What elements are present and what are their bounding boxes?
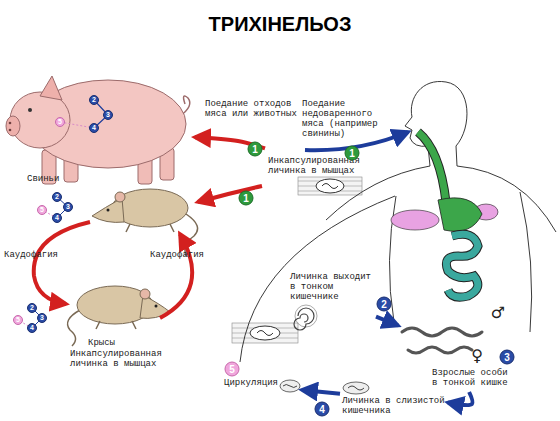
note-text: Поедание недоваренного мяса (например св…: [302, 99, 390, 139]
callout-number: 1: [248, 142, 263, 157]
stage-arrow: [448, 392, 472, 405]
callout-number: 4: [27, 323, 37, 333]
adult-worms: [408, 347, 472, 353]
digestive-tract: [446, 234, 478, 297]
pig-illustration: [9, 129, 12, 132]
callout-number: 4: [89, 123, 99, 133]
stage-caption: Взрослые особи в тонкой кишке: [432, 368, 518, 388]
muscle-cyst: [232, 323, 298, 343]
callout-number: 1: [345, 146, 360, 161]
rat-illustration: [140, 289, 150, 299]
human-outline: [405, 81, 446, 166]
note-text: Поедание отходов мяса или животных: [205, 99, 300, 119]
transmission-arrows: [34, 222, 90, 304]
callout-number: 5: [55, 117, 65, 127]
pig-illustration: [6, 76, 190, 184]
pig-illustration: [28, 108, 32, 112]
muscle-cyst: [250, 326, 280, 340]
larva-coil: [294, 308, 314, 330]
muscle-cyst: [257, 331, 273, 336]
muscle-cyst: [316, 179, 344, 193]
adult-worms: [402, 328, 482, 336]
callout-number: 5: [225, 362, 240, 377]
callout-number: 4: [52, 213, 62, 223]
callout-number: 2: [27, 303, 37, 313]
human-outline: [240, 196, 395, 362]
digestive-tract: [438, 198, 482, 231]
digestive-tract: [391, 132, 498, 297]
human-outline: [520, 192, 532, 332]
digestive-tract: [418, 132, 446, 202]
mucosa-stage: Личинка в слизистой кишечника: [340, 380, 448, 418]
transmission-arrows: [34, 132, 408, 318]
larva-coil: [294, 305, 317, 330]
transmission-arrows: [160, 234, 192, 318]
callout-number: 4: [315, 402, 330, 417]
stage-caption: Инкапсулированная личинка в мышцах: [70, 349, 180, 369]
circulation-stage: Циркуляция: [222, 376, 302, 396]
muscle-cyst: [322, 184, 338, 189]
adult-worms: [402, 328, 482, 353]
stage-caption: Крысы: [88, 338, 148, 348]
human-outline: [446, 82, 467, 166]
rat-illustration: [18, 286, 170, 346]
diagram-title: ТРИХІНЕЛЬОЗ: [0, 12, 560, 36]
pig-illustration: [9, 122, 12, 125]
stage-caption: Личинка в слизистой кишечника: [342, 396, 448, 416]
callout-number: 1: [239, 191, 254, 206]
rat-illustration: [155, 305, 158, 308]
human-outline: [240, 81, 556, 362]
sex-symbol: ♀: [471, 348, 483, 364]
muscle-cyst: [232, 323, 298, 343]
stage-arrow: [376, 317, 398, 326]
stage-caption: Личинка выходит в тонком кишечнике: [290, 272, 376, 302]
callout-number: 3: [500, 350, 515, 365]
pig-illustration: [6, 116, 20, 136]
cyst-stage: Инкапсулированная личинка в мышцах: [265, 135, 385, 195]
rat-illustration: [68, 310, 80, 346]
digestive-tract: [418, 132, 446, 202]
stage-caption: Свиньи: [27, 174, 87, 184]
circulating-larva: [283, 385, 297, 388]
cyst-stage: Инкапсулированная личинка в мышцах: [68, 320, 302, 374]
circulating-larva: [280, 380, 300, 392]
circulating-larva: [280, 380, 300, 392]
callout-number: 5: [13, 315, 23, 325]
callout-number: 2: [89, 95, 99, 105]
callout-number: 5: [37, 205, 47, 215]
pig-illustration: [40, 76, 62, 100]
host-pig: Свиньи: [5, 68, 195, 190]
callout-number: 3: [103, 110, 113, 120]
rat-illustration: [96, 321, 136, 329]
note-text: Каудофагия: [150, 250, 210, 260]
mucosa-larva: [343, 382, 369, 394]
callout-number: 2: [377, 297, 392, 312]
callout-number: 3: [37, 313, 47, 323]
callout-number: 3: [63, 202, 73, 212]
muscle-cyst: [298, 177, 362, 195]
sex-symbol: ♂: [491, 305, 505, 321]
rat-illustration: [107, 209, 110, 212]
larva-stage: Личинка выходит в тонком кишечнике: [288, 270, 376, 328]
stage-arrow: [302, 390, 340, 394]
digestive-tract: [391, 210, 439, 230]
stage-caption: Циркуляция: [224, 378, 284, 388]
host-rat: Крысы: [60, 275, 170, 353]
mucosa-larva: [348, 386, 364, 390]
rat-illustration: [126, 224, 174, 232]
muscle-cyst: [298, 177, 362, 195]
digestive-tract: [446, 234, 478, 297]
rat-illustration: [42, 189, 198, 256]
callout-number: 2: [52, 192, 62, 202]
rat-illustration: [115, 192, 125, 202]
note-text: Каудофагия: [4, 250, 64, 260]
mucosa-larva: [343, 382, 369, 394]
